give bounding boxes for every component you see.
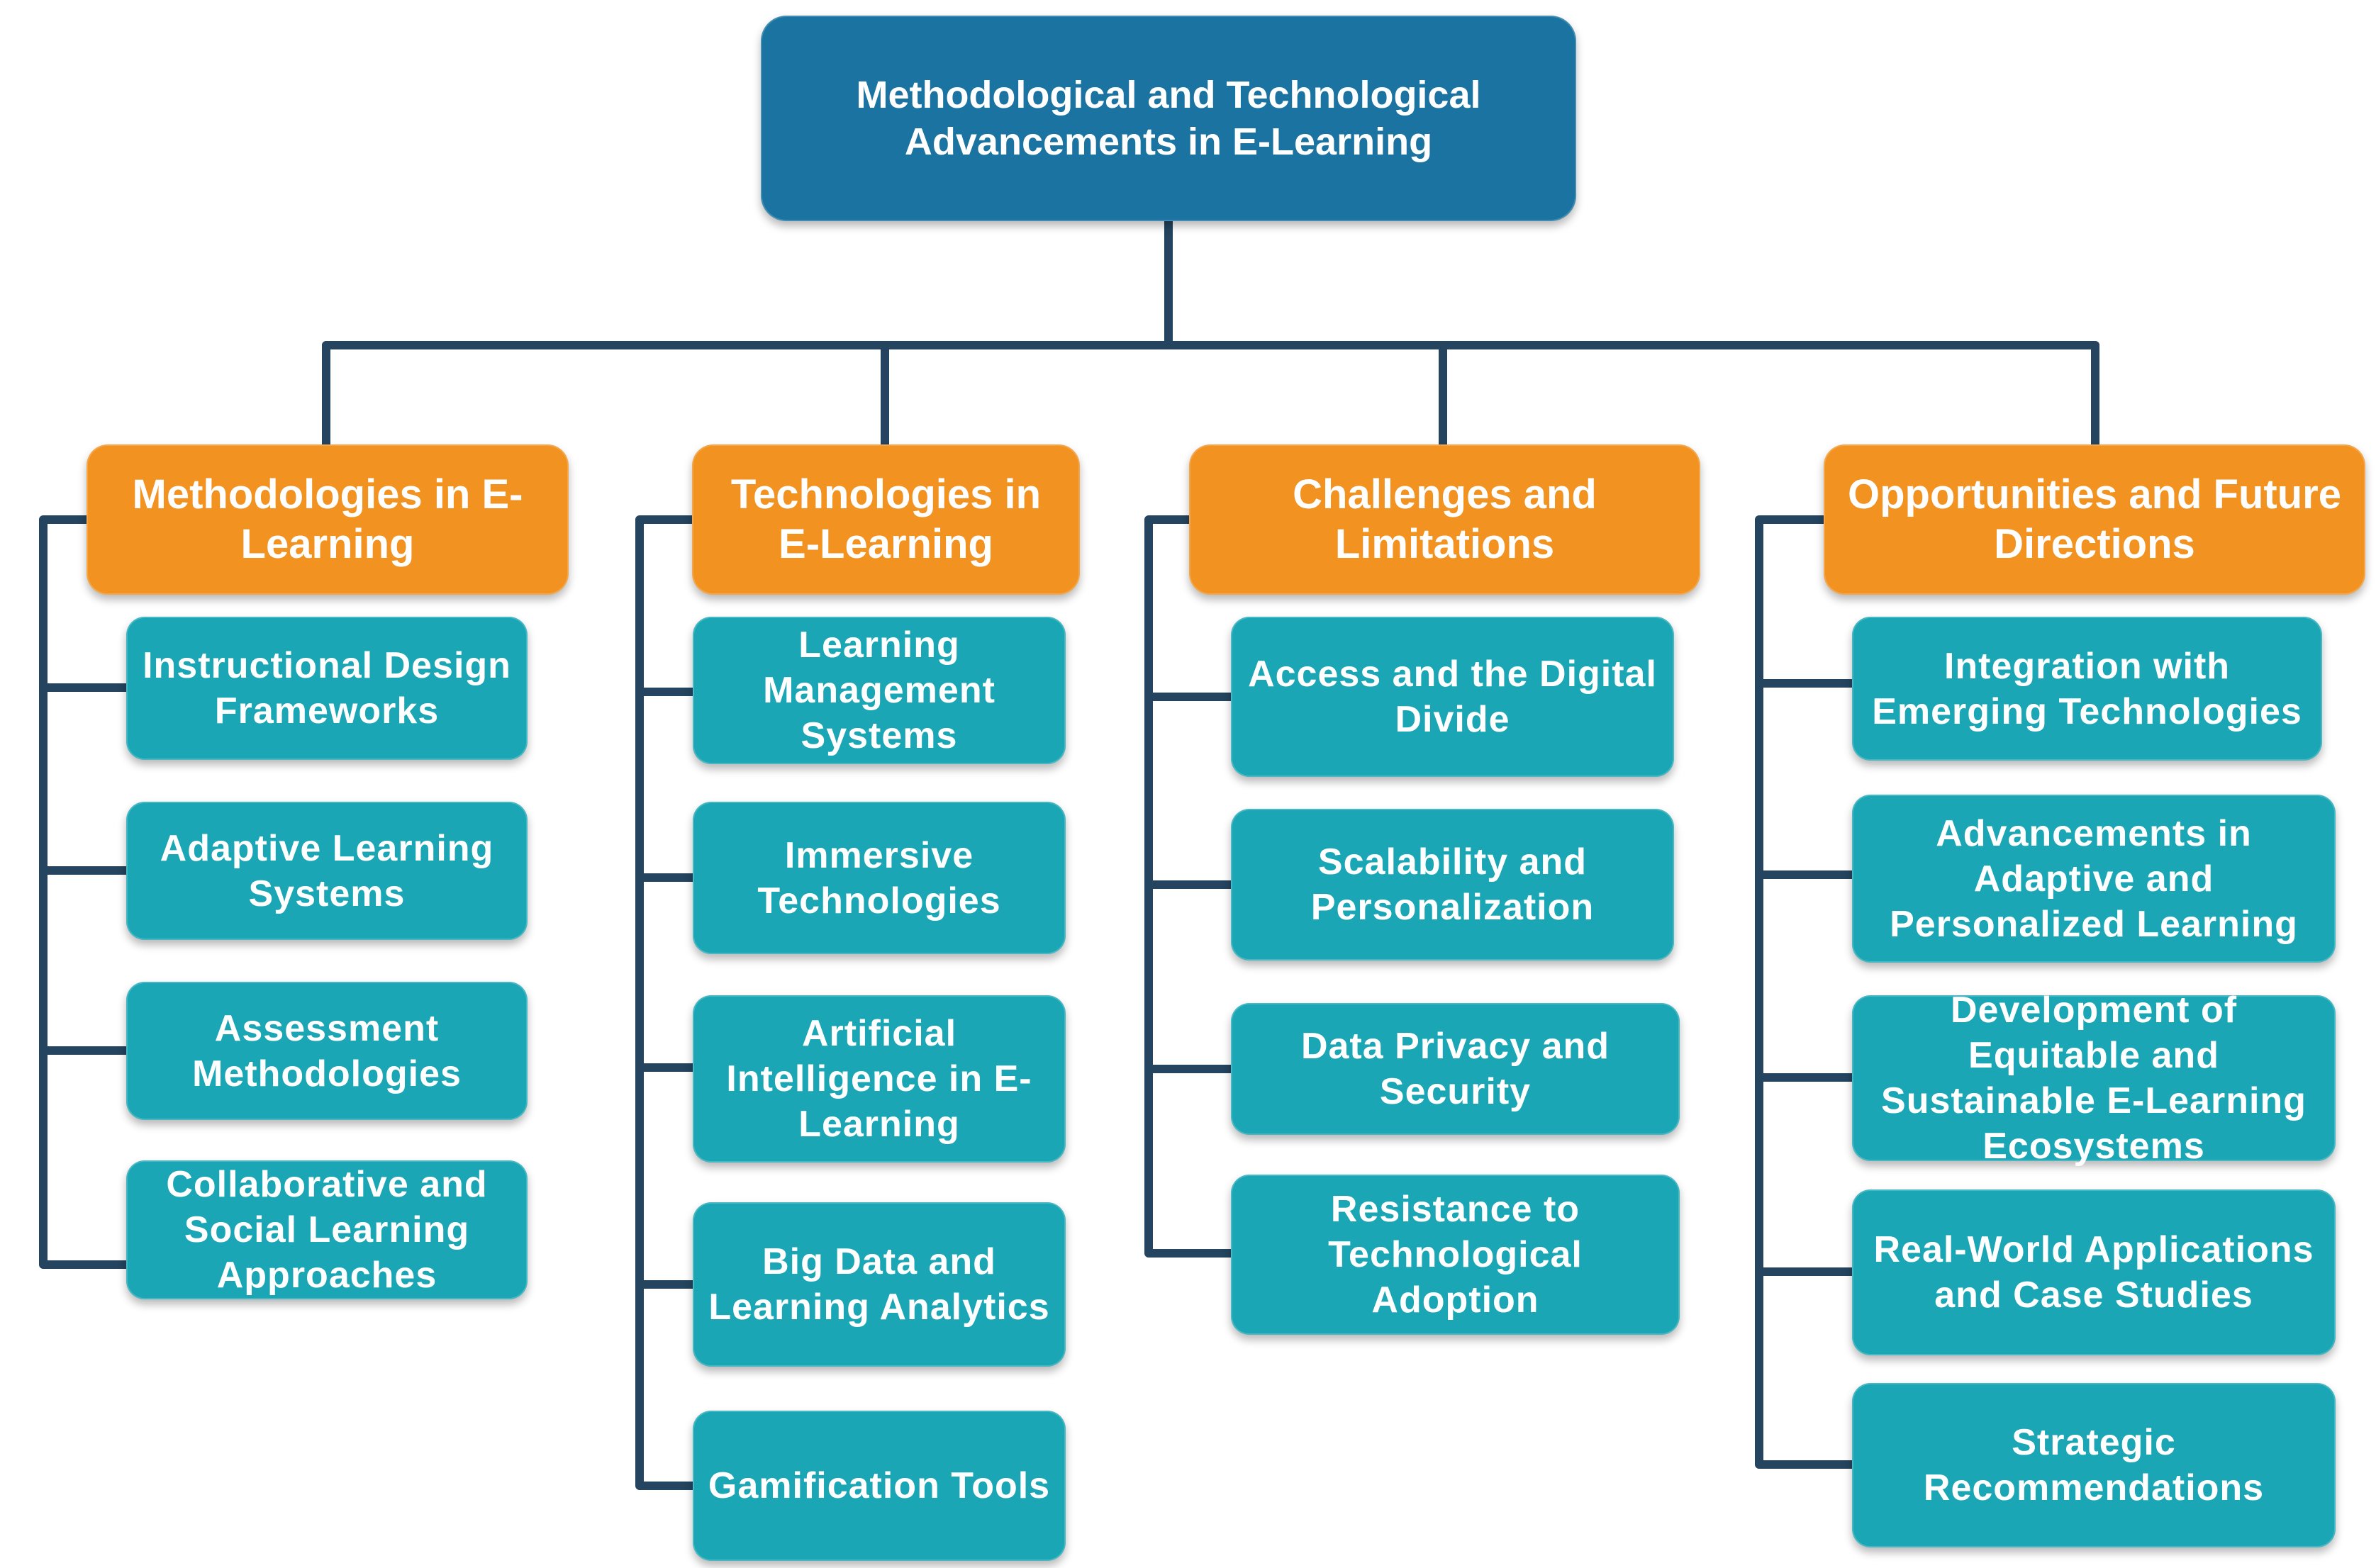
item-access-digital-divide: Access and the Digital Divide <box>1231 617 1674 777</box>
item-instructional-design: Instructional Design Frameworks <box>126 617 528 760</box>
item-label: Instructional Design Frameworks <box>143 645 511 732</box>
category-challenges: Challenges and Limitations <box>1189 444 1700 595</box>
item-label: Data Privacy and Security <box>1300 1026 1610 1112</box>
item-real-world-applications: Real-World Applications and Case Studies <box>1852 1189 2336 1355</box>
category-title: Technologies in E-Learning <box>730 471 1042 567</box>
item-label: Development of Equitable and Sustainable… <box>1881 990 2307 1167</box>
item-resistance-adoption: Resistance to Technological Adoption <box>1231 1175 1680 1335</box>
item-label: Artificial Intelligence in E-Learning <box>726 1013 1032 1145</box>
item-learning-management-systems: Learning Management Systems <box>693 617 1066 764</box>
item-data-privacy-security: Data Privacy and Security <box>1231 1003 1680 1135</box>
item-label: Resistance to Technological Adoption <box>1328 1189 1583 1321</box>
item-big-data-analytics: Big Data and Learning Analytics <box>693 1202 1066 1367</box>
item-label: Learning Management Systems <box>763 625 995 756</box>
item-advancements-adaptive: Advancements in Adaptive and Personalize… <box>1852 795 2336 963</box>
item-equitable-ecosystems: Development of Equitable and Sustainable… <box>1852 990 2336 1167</box>
root-node: Methodological and Technological Advance… <box>761 16 1576 221</box>
item-label: Scalability and Personalization <box>1310 841 1595 928</box>
item-scalability-personalization: Scalability and Personalization <box>1231 809 1674 961</box>
item-strategic-recommendations: Strategic Recommendations <box>1852 1383 2336 1547</box>
item-label: Adaptive Learning Systems <box>160 827 494 914</box>
item-label: Real-World Applications and Case Studies <box>1873 1229 2314 1316</box>
item-collaborative-social-learning: Collaborative and Social Learning Approa… <box>126 1160 528 1299</box>
item-label: Immersive Technologies <box>757 834 1001 922</box>
item-label: Assessment Methodologies <box>192 1007 462 1094</box>
category-opportunities: Opportunities and Future Directions <box>1824 444 2365 595</box>
item-integration-emerging-tech: Integration with Emerging Technologies <box>1852 617 2322 761</box>
category-technologies: Technologies in E-Learning <box>692 444 1080 595</box>
item-label: Access and the Digital Divide <box>1248 654 1657 740</box>
item-adaptive-learning-systems: Adaptive Learning Systems <box>126 802 528 940</box>
item-label: Advancements in Adaptive and Personalize… <box>1890 812 2298 945</box>
category-title: Challenges and Limitations <box>1293 471 1597 567</box>
item-gamification-tools: Gamification Tools <box>693 1411 1066 1561</box>
category-methodologies: Methodologies in E-Learning <box>87 444 569 595</box>
category-title: Methodologies in E-Learning <box>132 471 523 567</box>
item-assessment-methodologies: Assessment Methodologies <box>126 982 528 1120</box>
item-label: Strategic Recommendations <box>1923 1422 2265 1508</box>
category-title: Opportunities and Future Directions <box>1848 471 2341 567</box>
item-label: Big Data and Learning Analytics <box>708 1241 1050 1328</box>
item-label: Gamification Tools <box>708 1465 1051 1506</box>
item-label: Collaborative and Social Learning Approa… <box>166 1164 488 1296</box>
item-artificial-intelligence: Artificial Intelligence in E-Learning <box>693 995 1066 1163</box>
item-immersive-technologies: Immersive Technologies <box>693 802 1066 954</box>
item-label: Integration with Emerging Technologies <box>1872 645 2302 732</box>
root-title: Methodological and Technological Advance… <box>856 74 1481 163</box>
